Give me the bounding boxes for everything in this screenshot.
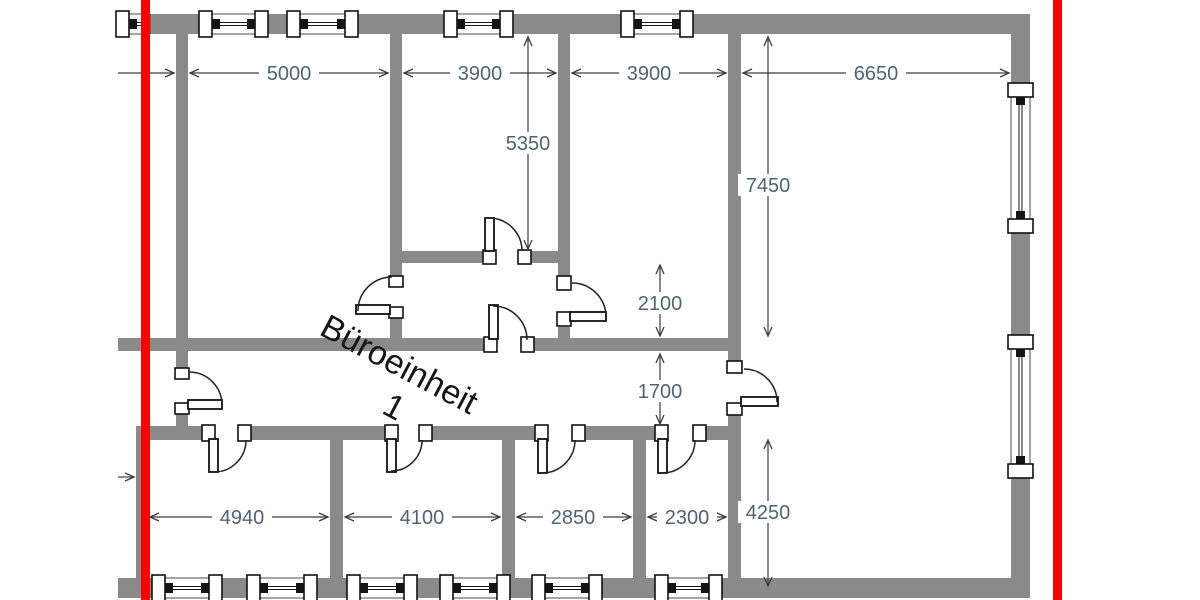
windows-top-wall: [115, 10, 694, 38]
door-swing-symbol: [174, 367, 223, 415]
interior-wall-b-lower-1: [390, 263, 402, 278]
window-symbol: [346, 574, 418, 600]
interior-wall-d-lower: [728, 414, 741, 578]
door-swing-symbol: [201, 424, 252, 473]
interior-wall-b-upper: [390, 34, 402, 263]
unit-title-line2: 1: [377, 386, 412, 428]
dimension-labels: 5000 3900 3900 6650 5350 7450 2100 1700 …: [212, 62, 906, 529]
interior-wall-b-lower-2: [390, 318, 402, 340]
doors: [174, 217, 779, 474]
door-swing-symbol: [534, 424, 586, 474]
dimension-label: 2850: [551, 507, 596, 529]
windows-right-wall: [1007, 82, 1034, 479]
interior-wall-mid-horizontal: [390, 251, 570, 263]
window-symbol: [531, 574, 603, 600]
dimension-label: 6650: [854, 63, 899, 85]
window-symbol: [246, 574, 318, 600]
corridor-wall-top: [118, 338, 741, 351]
window-symbol: [151, 574, 223, 600]
interior-wall-a-lower-1: [176, 352, 188, 371]
unit-boundary-line-right: [1053, 0, 1062, 600]
unit-boundary-line-left: [141, 0, 150, 600]
door-swing-symbol: [483, 304, 535, 353]
door-swing-symbol: [482, 217, 532, 265]
room-divider-3: [633, 440, 646, 578]
interior-wall-c-lower: [558, 327, 570, 340]
corridor-wall-bottom: [136, 426, 741, 440]
door-swing-symbol: [556, 275, 607, 327]
door-swing-symbol: [355, 275, 404, 319]
windows-bottom-wall: [151, 574, 723, 600]
dimension-label: 4250: [746, 502, 791, 524]
door-swing-symbol: [384, 424, 433, 473]
room-divider-1: [330, 440, 343, 578]
interior-wall-c-upper: [558, 34, 570, 278]
window-symbol: [620, 10, 694, 38]
interior-wall-a: [176, 34, 188, 352]
window-symbol: [439, 574, 511, 600]
window-symbol: [1007, 334, 1034, 479]
dimension-label: 4100: [400, 507, 445, 529]
dimension-label: 5350: [506, 133, 551, 155]
dimension-label: 3900: [627, 63, 672, 85]
window-symbol: [654, 574, 723, 600]
window-symbol: [286, 10, 359, 38]
window-symbol: [198, 10, 269, 38]
dimension-label: 5000: [267, 63, 312, 85]
interior-wall-a-lower-2: [176, 413, 188, 428]
dimension-label: 7450: [746, 175, 791, 197]
door-swing-symbol: [726, 360, 779, 416]
dimension-label: 1700: [638, 381, 683, 403]
window-symbol: [443, 10, 514, 38]
dimension-label: 3900: [458, 63, 503, 85]
interior-wall-d-upper: [728, 34, 741, 362]
dimension-label: 2100: [638, 293, 683, 315]
room-divider-2: [502, 440, 515, 578]
dimension-label: 2300: [665, 507, 710, 529]
dimension-label: 4940: [220, 507, 265, 529]
window-symbol: [1007, 82, 1034, 234]
door-swing-symbol: [654, 424, 707, 474]
